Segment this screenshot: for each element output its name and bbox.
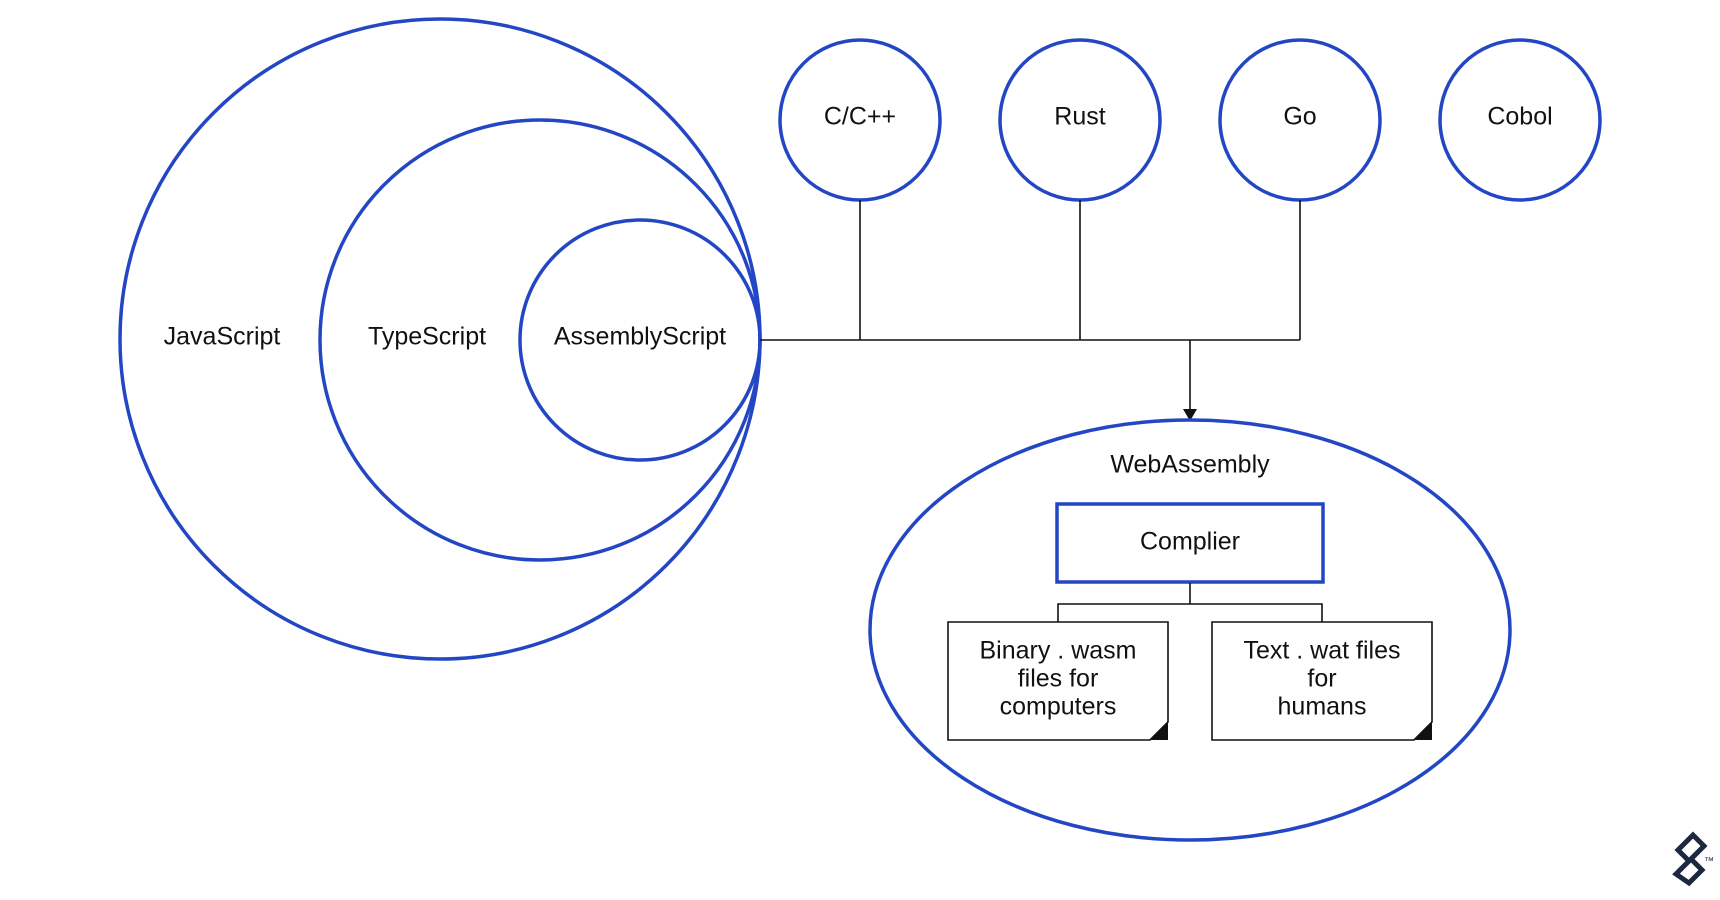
source-language-circles: C/C++ Rust Go Cobol (778, 38, 1602, 202)
cobol-label: Cobol (1487, 103, 1552, 131)
arrow-down-icon (1183, 409, 1197, 421)
assemblyscript-label: AssemblyScript (554, 323, 726, 351)
binary-output-line-1: Binary . wasm (980, 637, 1137, 665)
text-output-line-2: for (1307, 665, 1336, 693)
cobol-circle (1438, 38, 1602, 202)
text-output-line-1: Text . wat files (1244, 637, 1401, 665)
toptal-logo-icon (1672, 831, 1708, 887)
webassembly-title: WebAssembly (1110, 451, 1270, 479)
binary-output-line-2: files for (1018, 665, 1099, 693)
text-output-document: Text . wat files for humans (1211, 621, 1433, 741)
webassembly-ellipse (868, 418, 1512, 842)
nested-language-circles: JavaScript TypeScript AssemblyScript (118, 17, 762, 661)
c-cpp-label: C/C++ (824, 103, 896, 131)
webassembly-group: WebAssembly Complier Binary . wasm files… (868, 418, 1512, 842)
javascript-label: JavaScript (164, 323, 281, 351)
go-label: Go (1283, 103, 1316, 131)
binary-output-document: Binary . wasm files for computers (947, 621, 1169, 741)
typescript-label: TypeScript (368, 323, 486, 351)
connector-lines (760, 200, 1301, 421)
binary-output-line-3: computers (1000, 693, 1117, 721)
brand-logo: ™ (1672, 831, 1714, 887)
binary-document-fold (1150, 722, 1168, 740)
compiler-box (1055, 502, 1325, 584)
compiler-label: Complier (1140, 528, 1240, 556)
text-document-fold (1414, 722, 1432, 740)
rust-label: Rust (1054, 103, 1105, 131)
text-output-line-3: humans (1278, 693, 1367, 721)
trademark-symbol: ™ (1704, 856, 1714, 867)
output-branch-line (1057, 603, 1323, 622)
